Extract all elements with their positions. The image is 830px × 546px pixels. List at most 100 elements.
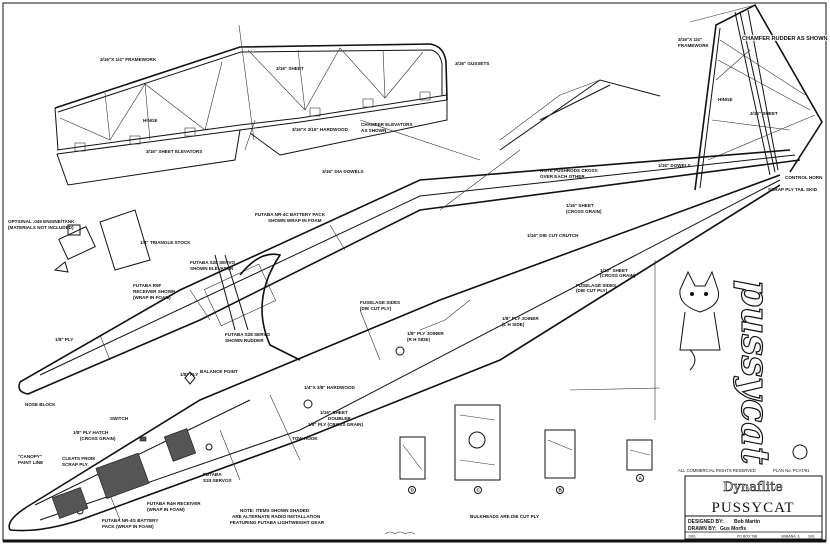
label-receiver-r4h2: (WRAP IN FOAM) [147,507,185,512]
label-stab-chamfer2: AS SHOWN [361,128,387,133]
label-die-cut-ply2: (DIE CUT PLY) [360,306,392,311]
label-sheet-doubler: 1/16" SHEET [320,410,348,415]
label-servos-s33b: S33 SERVOS [203,478,232,483]
label-stab-framework: 3/16"X 1/4" FRAMEWORK [100,57,157,62]
label-stab-hinge: HINGE [143,118,158,123]
label-fin-hinge: HINGE [718,97,733,102]
label-note-pushrods2: OVER EACH OTHER [540,174,585,179]
label-servo-rudder: FUTABA S28 SERVO [225,332,271,337]
designed-by: Bob Martin [734,519,760,525]
battery-shaded [51,487,89,519]
label-rh-side: (L H SIDE) [502,322,525,327]
label-note2: ARE ALTERNATE RADIO INSTALLATION [232,514,321,519]
label-die-cut-crutch: 1/16" DIE CUT CRUTCH [527,233,579,238]
bulkhead-label-d: D [411,488,415,493]
label-bulkheads-note: BULKHEADS ARE DIE CUT PLY [470,514,539,519]
label-engine-note2: (MATERIALS NOT INCLUDED) [8,225,74,230]
label-stab-hardwood: 3/16"X 3/16" HARDWOOD [292,127,349,132]
balance-point-icon [184,371,196,385]
label-stab-gussets: 3/16" GUSSETS [455,61,489,66]
label-fin-control-horn: CONTROL HORN [785,175,823,180]
label-battery-pack2: SHOWN WRAP IN FOAM [268,218,322,223]
label-triangle: 1/4" TRIANGLE STOCK [140,240,191,245]
label-fin-dowels: 1/16" DOWELS [658,163,691,168]
label-stab-chamfer: CHAMFER ELEVATORS [361,122,413,127]
label-ply-cross: 1/8" PLY (CROSS GRAIN) [308,422,363,427]
label-fin-framework2: FRAMEWORK [678,43,710,48]
drawn-by: Gus Morfis [720,526,746,532]
stabilizer-drawing [54,24,448,186]
label-note1: NOTE: ITEMS SHOWN SHADED [240,508,310,513]
label-cross-grain2: (CROSS GRAIN) [600,273,636,278]
designed-label: DESIGNED BY: [688,519,724,525]
bulkhead-label-a: A [639,476,643,481]
fuselage-top-view [8,174,781,532]
bulkheads [399,404,653,494]
dynaflite-seal-icon [792,444,808,460]
bulkhead-label-b: B [559,488,563,493]
label-battery-nr4g2: PACK (WRAP IN FOAM) [102,524,154,529]
label-fin-framework: 3/16"X 1/4" [678,37,702,42]
label-sides-mid: FUSELAGE SIDES [360,300,400,305]
date: 3/91 [808,535,815,539]
label-nose-block: NOSE BLOCK [25,402,56,407]
brand-logo: Dynaflite [723,480,783,495]
label-sheet-cross2: 1/16" SHEET [600,268,628,273]
label-ply-joiner-lh: 1/8" PLY JOINER [407,331,444,336]
label-servos-s33: FUTABA [203,472,222,477]
label-battery-pack: FUTABA NR-4C BATTERY PACK [255,212,326,217]
reference-lines [569,260,661,420]
label-cleats2: SCRAP PLY [62,462,88,467]
fin-drawing [689,3,823,191]
switch-shaded [139,436,147,442]
label-switch: SWITCH [110,416,129,421]
label-die-cut-ply: (DIE CUT PLY) [576,288,608,293]
label-sides-right: FUSELAGE SIDES [576,283,616,288]
label-receiver: FUTABA R5F [133,283,162,288]
signature [384,531,416,535]
plan-number: PLAN No. PCAT/91 [773,468,810,473]
rights-text: ALL COMMERCIAL RIGHTS RESERVED [678,468,756,473]
label-dia-dowels: 3/16" DIA DOWELS [322,169,364,174]
logo-pussycat: pussycat [733,280,778,465]
receiver-shaded [95,452,150,499]
label-fin-tail-skid: SCRAP PLY TAIL SKID [768,187,818,192]
label-stab-elevators: 3/16" SHEET ELEVATORS [146,149,202,154]
label-canopy: "CANOPY" [18,454,42,459]
engine-drawing [53,209,151,273]
title-block: ALL COMMERCIAL RIGHTS RESERVED PLAN No. … [678,468,823,540]
label-receiver3: (WRAP IN FOAM) [133,295,171,300]
label-note3: FEATURING FUTABA LIGHTWEIGHT GEAR [230,520,325,525]
label-cross-grain: (CROSS GRAIN) [566,209,602,214]
label-tow-hook: TOW HOOK [292,436,318,441]
label-lh-side: (R H SIDE) [407,337,430,342]
label-stab-sheet: 3/16" SHEET [276,66,304,71]
label-servo-elev: FUTABA S28 SERVO [190,260,236,265]
label-cleats: CLEATS FROM [62,456,95,461]
label-hatch2: (CROSS GRAIN) [80,436,116,441]
label-fin-sheet: 3/16" SHEET [750,111,778,116]
label-engine-note: OPTIONAL .049 ENGINE/TANK [8,219,75,224]
address: PO BOX 788 [737,535,757,539]
label-doubler: DOUBLER [328,416,351,421]
label-receiver-r4h: FUTABA R4H RECEIVER [147,501,201,506]
copyright-year: 1991 [688,535,696,539]
city: URBANA, IL [781,535,801,539]
label-ply-front: 1/8" PLY [55,337,73,342]
cat-logo: pussycat [679,270,779,465]
label-ply-joiner-rh: 1/8" PLY JOINER [502,316,539,321]
bulkhead-label-c: C [477,488,481,493]
label-receiver2: RECEIVER SHOWN [133,289,176,294]
label-ply-lower: 1/8" PLY [180,372,198,377]
label-battery-nr4g: FUTABA NR-4G BATTERY [102,518,158,523]
label-fin-chamfer: CHAMFER RUDDER AS SHOWN [742,36,828,42]
label-hatch: 1/8" PLY HATCH [73,430,109,435]
label-sheet-cross: 1/16" SHEET [566,203,594,208]
fuselage-side-view [18,79,801,395]
servos-shaded [163,428,197,462]
plan-title: PUSSYCAT [711,500,794,516]
label-servo-rudder2: SHOWN RUDDER [225,338,264,343]
label-note-pushrods: NOTE PUSHRODS CROSS [540,168,598,173]
label-balance-point: BALANCE POINT [200,369,238,374]
